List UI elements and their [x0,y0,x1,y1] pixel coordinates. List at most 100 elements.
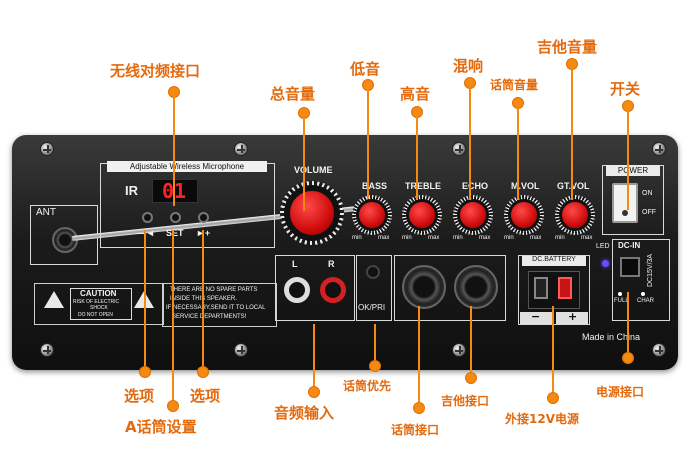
echo-max: max [479,235,491,241]
callout-total-volume: 总音量 [270,85,316,103]
echo-label: ECHO [462,181,489,191]
mic-jack[interactable] [402,265,446,309]
dc-spec-label: DC15V/3A [647,253,654,287]
callout-line [571,68,573,200]
callout-line [313,324,315,394]
bass-max: max [378,235,390,241]
callout-guitar-port: 吉他接口 [441,394,490,408]
callout-line [416,116,418,200]
callout-select-left: 选项 [124,387,155,405]
callout-line [374,324,376,366]
callout-guitar-volume: 吉他音量 [537,38,598,56]
okpri-section [356,255,392,321]
set-button[interactable] [170,212,181,223]
wireless-mic-section [100,163,275,248]
callout-echo: 混响 [453,57,484,75]
treble-max: max [428,235,440,241]
next-button[interactable] [198,212,209,223]
okpri-label: OK/PRI [358,303,386,312]
battery-section [518,255,590,325]
callout-line [303,117,305,211]
terminal-red [558,277,572,299]
callout-power-port: 电源接口 [596,385,645,399]
power-title: POWER [617,166,649,175]
led-display [152,179,198,203]
okpri-button[interactable] [366,265,380,279]
terminal-black [534,277,548,299]
minus-label: − [531,310,541,323]
set-label: SET [166,228,184,238]
switch-dot [622,210,628,216]
screw-icon [452,343,466,357]
callout-line [202,230,204,368]
minus-tab [520,312,554,324]
caution-line2: SHOCK [90,305,108,311]
ant-label: ANT [36,207,56,218]
callout-mic-port: 话筒接口 [391,423,440,437]
guitar-jack[interactable] [454,265,498,309]
callout-line [470,306,472,376]
treble-label: TREBLE [405,181,441,191]
screw-icon [40,142,54,156]
made-in-label: Made in China [582,332,641,342]
led-label: LED [596,243,610,250]
screw-icon [40,343,54,357]
callout-line [552,306,554,396]
gtvol-knob[interactable] [560,200,590,230]
led-indicator [602,260,609,267]
dc-input-jack[interactable] [620,257,640,277]
on-label: ON [642,190,653,197]
mvol-label: M.VOL [511,181,540,191]
screw-icon [652,142,666,156]
volume-label: VOLUME [294,165,333,175]
treble-knob[interactable] [407,200,437,230]
warning-line3: IF NECESSARY,SEND IT TO LOCAL [166,305,266,311]
callout-dot [139,366,151,378]
bass-knob[interactable] [357,200,387,230]
callout-line [517,107,519,200]
battery-title-bar [522,256,586,266]
plus-tab [556,312,588,324]
echo-knob[interactable] [458,200,488,230]
prev-button[interactable] [142,212,153,223]
volume-knob[interactable] [288,189,336,237]
wireless-title-bar [107,161,267,172]
dcin-label: DC-IN [618,241,641,250]
callout-treble: 高音 [400,85,431,103]
callout-mic-priority: 话筒优先 [343,379,392,393]
callout-line [173,96,175,206]
treble-min: min [402,235,412,241]
plus-label: + [568,310,578,323]
callout-mic-volume: 话筒音量 [490,78,539,92]
screw-icon [234,142,248,156]
gtvol-max: max [581,235,593,241]
callout-dot [308,386,320,398]
callout-dot [197,366,209,378]
power-switch[interactable] [612,183,638,223]
ir-label: IR [125,183,138,198]
callout-dot [465,372,477,384]
warning-line1: THERE ARE NO SPARE PARTS [170,287,258,293]
callout-line [144,230,146,368]
echo-min: min [453,235,463,241]
warning-triangle-icon [44,291,64,308]
mvol-max: max [530,235,542,241]
screw-icon [234,343,248,357]
caution-inner [70,288,132,320]
gtvol-label: GT.VOL [557,181,590,191]
callout-audio-input: 音频输入 [274,404,335,422]
off-label: OFF [642,209,656,216]
mvol-min: min [504,235,514,241]
rca-right-jack[interactable] [320,277,346,303]
right-channel-label: R [328,259,335,269]
callout-dot [547,392,559,404]
mvol-knob[interactable] [509,200,539,230]
jack-section [394,255,506,321]
rca-left-jack[interactable] [284,277,310,303]
callout-dot [622,352,634,364]
callout-a-mic-setting: A话筒设置 [125,418,197,436]
callout-bass: 低音 [350,60,381,78]
callout-dot [167,400,179,412]
warning-line4: SERVICE DEPARTMENTS! [172,314,247,320]
